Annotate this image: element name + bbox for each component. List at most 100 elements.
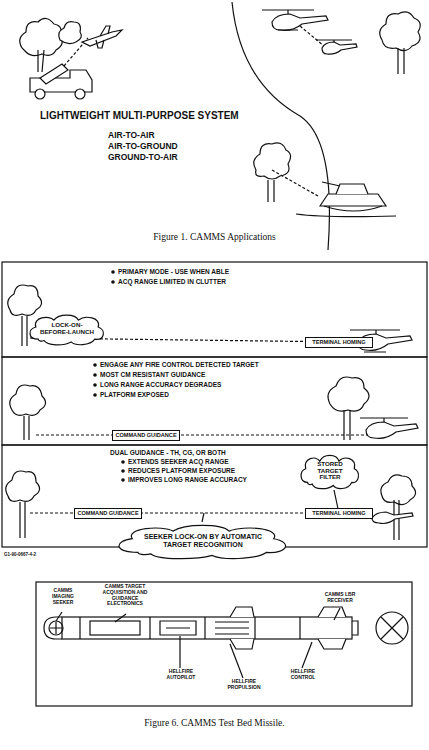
bullet-dot xyxy=(93,363,97,367)
control-fin xyxy=(318,607,346,649)
missile-nose xyxy=(44,617,62,639)
node-text: SEEKER LOCK-ON BY AUTOMATIC TARGET RECOG… xyxy=(137,533,269,548)
node-text: COMMAND GUIDANCE xyxy=(115,432,176,438)
part-label: HELLFIRE AUTOPILOT xyxy=(158,669,204,681)
mode-label: GROUND-TO-AIR xyxy=(108,153,178,163)
system-title: LIGHTWEIGHT MULTI-PURPOSE SYSTEM xyxy=(40,110,239,122)
node-text: STORED TARGET FILTER xyxy=(310,461,350,481)
cloud-outline xyxy=(119,525,286,558)
tree-trunk xyxy=(24,416,29,440)
missile-nozzle xyxy=(352,621,358,635)
tree xyxy=(59,22,82,44)
node-text: COMMAND GUIDANCE xyxy=(77,510,138,516)
trajectory-line xyxy=(272,170,318,196)
part-label: CAMMS TARGET ACQUISITION AND GUIDANCE EL… xyxy=(100,584,150,607)
figure-caption: Figure 6. CAMMS Test Bed Missile. xyxy=(0,718,429,729)
leader-line xyxy=(202,513,204,522)
propulsion-grain xyxy=(215,622,249,634)
helicopter-rotor xyxy=(262,10,314,30)
panel-frame xyxy=(2,357,427,445)
bullet-text: EXTENDS SEEKER ACQ RANGE xyxy=(128,458,229,465)
bullet-text: REDUCES PLATFORM EXPOSURE xyxy=(128,467,235,474)
cloud-callout: STORED TARGET FILTER xyxy=(298,452,362,490)
tree xyxy=(328,377,369,411)
connector-line xyxy=(334,490,338,508)
missile-body xyxy=(62,617,352,639)
tree xyxy=(8,285,42,315)
tree-trunk xyxy=(394,500,399,540)
trajectory-line xyxy=(300,26,324,46)
guidance-box: COMMAND GUIDANCE xyxy=(112,430,180,441)
bullet-dot xyxy=(93,373,97,377)
trajectory-line xyxy=(36,434,368,435)
tree-trunk xyxy=(38,50,44,72)
seeker-dome xyxy=(49,621,63,635)
section-divider xyxy=(80,617,300,639)
tank-hull xyxy=(320,194,386,206)
seeker-crosshair xyxy=(50,622,62,634)
tree xyxy=(10,385,46,415)
bullet-text: MOST CM RESISTANT GUIDANCE xyxy=(100,371,205,378)
part-label: CAMMS IMAGING SEEKER xyxy=(46,588,80,605)
missile-wing xyxy=(230,607,254,649)
launcher-rack xyxy=(40,64,68,84)
end-view-circle xyxy=(376,612,408,644)
guidance-box: TERMINAL HOMING xyxy=(305,508,373,519)
tree xyxy=(380,12,421,51)
guidance-box: COMMAND GUIDANCE xyxy=(74,508,142,519)
helicopter xyxy=(372,512,413,524)
mode-label: AIR-TO-AIR xyxy=(108,131,155,141)
bullet-dot xyxy=(121,469,125,473)
bullet-dot xyxy=(111,280,115,284)
mode-label: AIR-TO-GROUND xyxy=(108,142,178,152)
figure-caption: Figure 1. CAMMS Applications xyxy=(0,232,429,243)
figure-frame xyxy=(36,582,412,706)
tank-track xyxy=(324,206,382,211)
bullet-text: ACQ RANGE LIMITED IN CLUTTER xyxy=(118,278,226,285)
panel-heading: DUAL GUIDANCE - TH, CG, OR BOTH xyxy=(110,449,226,456)
bullet-text: ENGAGE ANY FIRE CONTROL DETECTED TARGET xyxy=(100,361,259,368)
tree-trunk xyxy=(398,48,404,74)
tree xyxy=(381,475,416,505)
ground-line xyxy=(296,214,396,217)
truck-wheel xyxy=(75,89,85,99)
tree xyxy=(20,18,63,55)
node-text: LOCK-ON-BEFORE-LAUNCH xyxy=(39,322,95,336)
tree-trunk xyxy=(344,410,350,440)
drawing-number: G1-90-0667-4-2 xyxy=(4,552,36,557)
bullet-dot xyxy=(111,270,115,274)
autopilot-block xyxy=(160,621,196,635)
bullet-text: PRIMARY MODE - USE WHEN ABLE xyxy=(118,268,229,275)
bullet-dot xyxy=(93,383,97,387)
part-label: HELLFIRE CONTROL xyxy=(280,669,326,681)
helicopter-rotor xyxy=(360,418,408,422)
helicopter-rotor xyxy=(316,40,352,42)
part-label: CAMMS LBR RECEIVER xyxy=(318,592,362,604)
electronics-block xyxy=(90,621,140,635)
cloud-callout: LOCK-ON-BEFORE-LAUNCH xyxy=(26,312,108,346)
guidance-box: TERMINAL HOMING xyxy=(305,337,373,348)
panel-frame xyxy=(2,262,427,357)
part-label: HELLFIRE PROPULSION xyxy=(220,679,268,691)
bullet-text: PLATFORM EXPOSED xyxy=(100,391,169,398)
bullet-dot xyxy=(93,393,97,397)
helicopter xyxy=(272,14,328,30)
node-text: TERMINAL HOMING xyxy=(312,339,365,345)
bullet-text: LONG RANGE ACCURACY DEGRADES xyxy=(100,381,221,388)
tree xyxy=(254,143,291,179)
end-view-fins xyxy=(381,617,403,639)
tree-trunk xyxy=(22,316,27,346)
tree-trunk xyxy=(20,502,25,538)
bullet-text: IMPROVES LONG RANGE ACCURACY xyxy=(128,476,247,483)
tree-trunk xyxy=(268,180,274,202)
leader-line xyxy=(56,608,340,678)
node-text: TERMINAL HOMING xyxy=(312,510,365,516)
truck-wheel xyxy=(35,89,45,99)
helicopter xyxy=(366,422,418,438)
bullet-dot xyxy=(121,478,125,482)
cloud-outline xyxy=(30,315,103,345)
cloud-callout: SEEKER LOCK-ON BY AUTOMATIC TARGET RECOG… xyxy=(110,522,296,560)
bullet-dot xyxy=(121,460,125,464)
helicopter xyxy=(322,42,357,54)
